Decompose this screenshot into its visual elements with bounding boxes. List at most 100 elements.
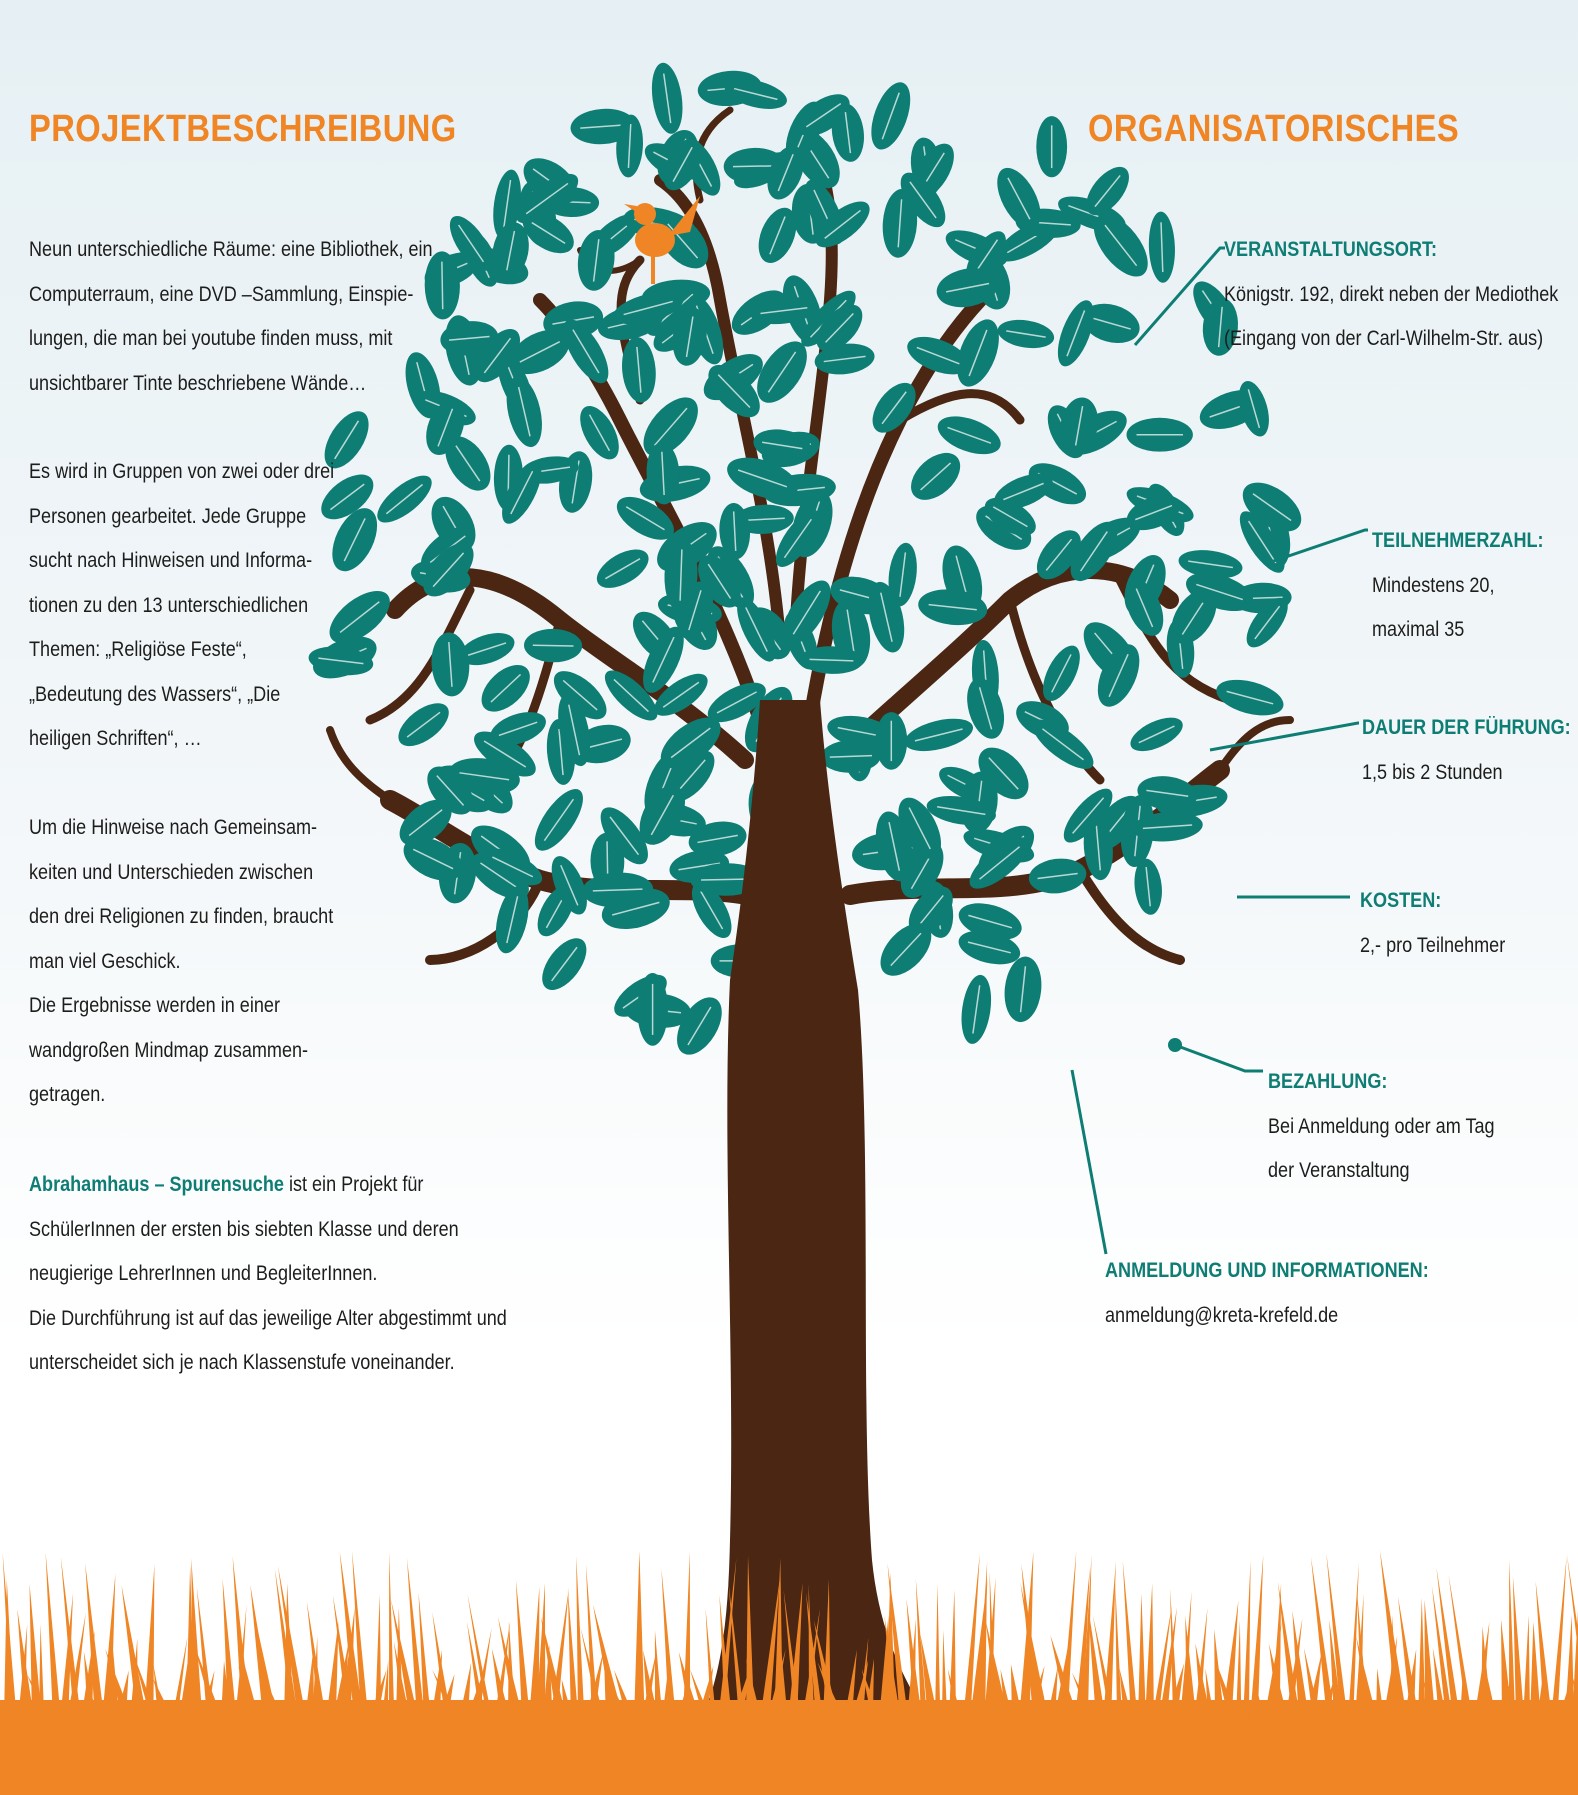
grass-blade [1194,1607,1208,1720]
leaf-vein [592,239,600,282]
grass-blade [1082,1555,1092,1720]
leaf-vein [881,92,900,140]
grass-blade [306,1601,327,1720]
leaf-vein [1181,598,1207,635]
leaf-vein [339,601,380,634]
leaf-vein [916,346,960,365]
leaf-vein [506,230,516,271]
text-line: Computerraum, eine DVD –Sammlung, Einspi… [29,282,414,306]
text-line: Es wird in Gruppen von zwei oder drei [29,460,335,483]
leaf-vein [672,146,693,183]
grass-blade [1348,1562,1359,1720]
leaf-vein [1104,224,1138,267]
leaf-vein [1094,174,1121,208]
grass-blade [407,1558,425,1720]
registration-email-link[interactable]: anmeldung@kreta-krefeld.de [1105,1303,1339,1327]
grass-blade [27,1674,56,1720]
leaf-vein [560,864,579,906]
leaf-vein [972,985,981,1034]
leaf-vein [844,112,852,154]
grass-blade [585,1563,599,1720]
grass-blade [634,1551,645,1720]
leaf-vein [783,518,812,559]
grass-blade [459,1662,472,1720]
grass-blade [1250,1554,1264,1720]
project-name-highlight: Abrahamhaus – Spurensuche [29,1173,284,1196]
leaf-vein [1019,966,1027,1013]
leaf-vein [502,179,512,229]
grass-blade [947,1669,963,1720]
leaf-vein [992,506,1028,528]
leaf-vein [408,809,443,837]
leaf-vein [650,794,674,836]
leaf-vein [1007,177,1031,220]
grass-blade [1501,1619,1513,1720]
leaf-vein [1142,824,1193,830]
info-costs-label: KOSTEN: [1360,889,1442,912]
grass-blade [1376,1668,1385,1720]
text-line: unterscheidet sich je nach Klassenstufe … [29,1351,455,1374]
grass-blade [153,1664,164,1720]
leaf-vein [762,441,803,450]
leaf-vein [588,414,611,452]
leaf-vein [945,282,990,293]
grass-blade [1072,1672,1097,1720]
grass-blade [678,1652,701,1720]
grass-blade [326,1621,339,1720]
grass-blade [1050,1635,1079,1720]
leaf-vein [661,451,665,496]
leaf-vein [667,223,699,259]
leaf-vein [897,199,903,248]
info-participants: TEILNEHMERZAHL: Mindestens 20, maximal 3… [1372,519,1544,653]
grass-blade [718,1558,737,1720]
grass-blade [237,1637,260,1720]
grass-blade [705,1608,717,1720]
grass-blade [536,1583,546,1720]
grass-blade [540,1616,568,1720]
info-venue-line: (Eingang von der Carl-Wilhelm-Str. aus) [1224,327,1544,350]
text-fragment: ist ein Projekt für [283,1173,424,1196]
grass-blade [1087,1606,1106,1720]
grass-blade [491,1648,511,1720]
leaf-vein [1247,520,1277,564]
grass-blade [305,1649,314,1720]
grass-blade [746,1555,755,1720]
text-line: Personen gearbeitet. Jede Gruppe [29,504,307,528]
grass-blade [418,1592,431,1720]
grass-blade [515,1580,531,1720]
grass-blade [172,1636,188,1720]
text-line: man viel Geschick. [29,949,181,973]
grass-blade [1000,1669,1013,1720]
info-venue: VERANSTALTUNGSORT: Königstr. 192, direkt… [1224,228,1558,362]
grass-blade [1448,1574,1473,1720]
leaf-vein [1254,605,1281,640]
info-payment-line: der Veranstaltung [1268,1159,1410,1182]
info-venue-label: VERANSTALTUNGSORT: [1224,238,1438,261]
leaf-vein [1045,538,1073,571]
grass-blade [1474,1621,1490,1720]
leaf-vein [717,374,751,409]
grass-blade [1422,1677,1440,1720]
leaf-vein [777,153,794,192]
leaf-vein [701,878,752,881]
grass-blade [884,1616,901,1720]
leaf-vein [483,337,512,374]
leaf-vein [1135,588,1154,628]
leaf-vein [329,483,365,511]
grass-blade [1075,1567,1090,1720]
grass-blade [1205,1668,1215,1720]
leaf-vein [846,609,856,658]
grass-blade [942,1629,948,1720]
grass-blade [1047,1665,1058,1720]
leaf-vein [412,848,454,870]
grass-blade [1306,1650,1323,1720]
grass-blade [382,1659,389,1720]
leaf-vein [1226,690,1274,705]
leaf-vein [510,470,534,515]
leaf-vein [1003,482,1044,501]
info-venue-line: Königstr. 192, direkt neben der Mediothe… [1224,282,1559,306]
bird-icon [624,196,700,284]
leaf-vein [580,124,626,129]
leaf-vein [448,642,453,687]
